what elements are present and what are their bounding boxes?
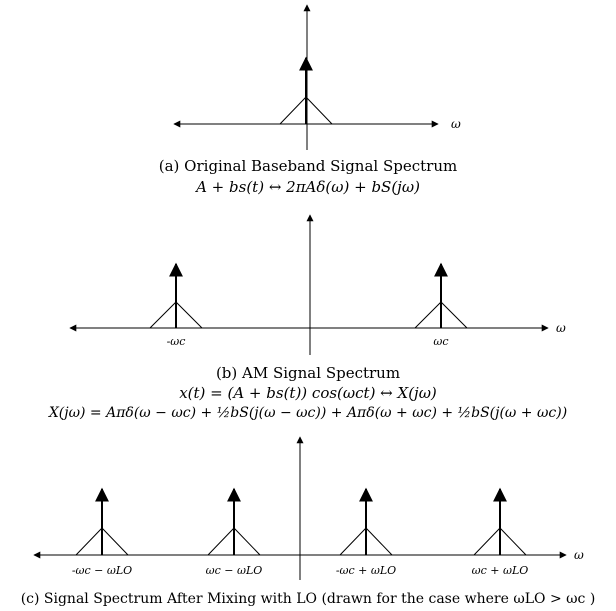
- panel-b-caption: (b) AM Signal Spectrum: [215, 364, 401, 382]
- panel-b-triangle-pos: [414, 301, 468, 329]
- panel-c-plot: -ωc − ωLO ωc − ωLO -ωc + ωLO ωc + ωLO ω: [33, 436, 584, 580]
- panel-c-caption: (c) Signal Spectrum After Mixing with LO…: [20, 591, 596, 607]
- panel-c-tick-4: ωc + ωLO: [472, 564, 529, 577]
- panel-a-axis-label: ω: [451, 117, 461, 131]
- panel-b-equation-2: X(jω) = Aπδ(ω − ωc) + ½bS(j(ω − ωc)) + A…: [48, 405, 568, 421]
- panel-b-plot: -ωc ωc ω: [69, 214, 566, 355]
- panel-b-tick-neg-wc: -ωc: [167, 335, 186, 348]
- panel-c-triangle-1: [75, 527, 129, 556]
- panel-a-caption: (a) Original Baseband Signal Spectrum: [158, 157, 458, 175]
- panel-c-tick-3: -ωc + ωLO: [336, 564, 396, 577]
- panel-a-equation: A + bs(t) ↔ 2πAδ(ω) + bS(jω): [196, 178, 420, 196]
- panel-c-axis-label: ω: [574, 548, 584, 562]
- panel-c-triangle-3: [339, 527, 393, 556]
- panel-c-tick-2: ωc − ωLO: [206, 564, 263, 577]
- panel-a-plot: ω: [173, 4, 461, 150]
- panel-b-axis-label: ω: [556, 321, 566, 335]
- panel-c-triangle-2: [207, 527, 261, 556]
- panel-c-triangle-4: [473, 527, 527, 556]
- panel-b-triangle-neg: [149, 301, 203, 329]
- panel-c-tick-1: -ωc − ωLO: [72, 564, 132, 577]
- panel-b-tick-pos-wc: ωc: [433, 335, 448, 348]
- panel-b-equation-1: x(t) = (A + bs(t)) cos(ωct) ↔ X(jω): [179, 384, 437, 402]
- panel-a-baseband-triangle: [279, 96, 333, 125]
